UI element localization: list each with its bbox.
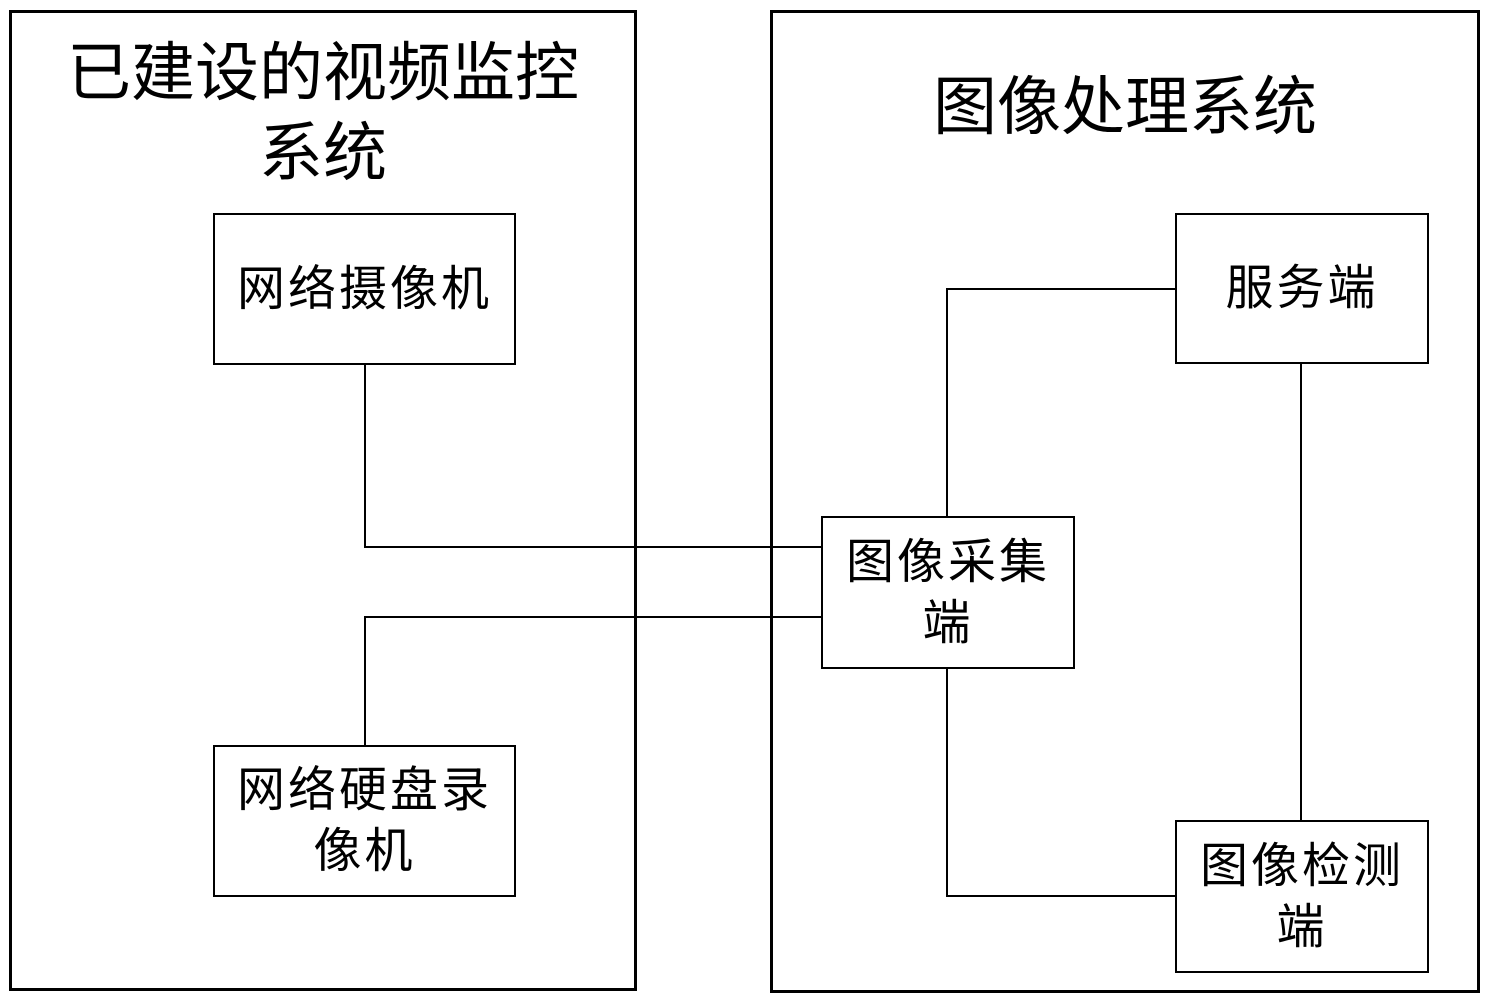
connector-collector-to-server-horizontal [946,288,1176,290]
node-label: 网络摄像机 [237,259,492,320]
node-label-line: 网络硬盘录 [236,764,492,817]
node-label: 图像检测 端 [1200,836,1404,958]
connector-collector-to-server-vertical [946,288,948,516]
connector-collector-to-dvr-horizontal [364,616,822,618]
node-label-line: 服务端 [1225,262,1379,315]
node-label-line: 端 [1276,900,1328,954]
group-title-image-processing-system: 图像处理系统 [775,68,1475,148]
node-label-line: 端 [922,596,974,650]
group-title-line-1: 图像处理系统 [933,72,1317,143]
group-title-line-1: 已建设的视频监控 [67,38,579,109]
node-network-dvr: 网络硬盘录 像机 [213,745,516,897]
group-title-surveillance-system: 已建设的视频监控 系统 [63,34,583,194]
connector-camera-to-collector-vertical [364,365,366,547]
node-label-line: 图像检测 [1199,839,1404,893]
group-box-image-processing-system [770,10,1480,993]
connector-collector-to-detector-horizontal [946,895,1176,897]
node-image-detection-terminal: 图像检测 端 [1175,820,1429,973]
node-network-camera: 网络摄像机 [213,213,516,365]
node-server-terminal: 服务端 [1175,213,1429,364]
node-label: 服务端 [1225,258,1378,319]
node-label-line: 像机 [313,825,416,878]
group-title-line-2: 系统 [259,118,387,189]
node-label: 网络硬盘录 像机 [237,760,492,882]
connector-camera-to-collector-horizontal [364,546,822,548]
connector-collector-to-dvr-vertical [364,616,366,746]
node-label-line: 网络摄像机 [236,262,492,316]
node-label-line: 图像采集 [845,535,1050,589]
node-label: 图像采集 端 [846,532,1050,654]
group-box-surveillance-system [9,10,637,991]
connector-server-to-detector-vertical [1300,364,1302,820]
node-image-collection-terminal: 图像采集 端 [821,516,1075,669]
connector-collector-to-detector-vertical [946,669,948,897]
